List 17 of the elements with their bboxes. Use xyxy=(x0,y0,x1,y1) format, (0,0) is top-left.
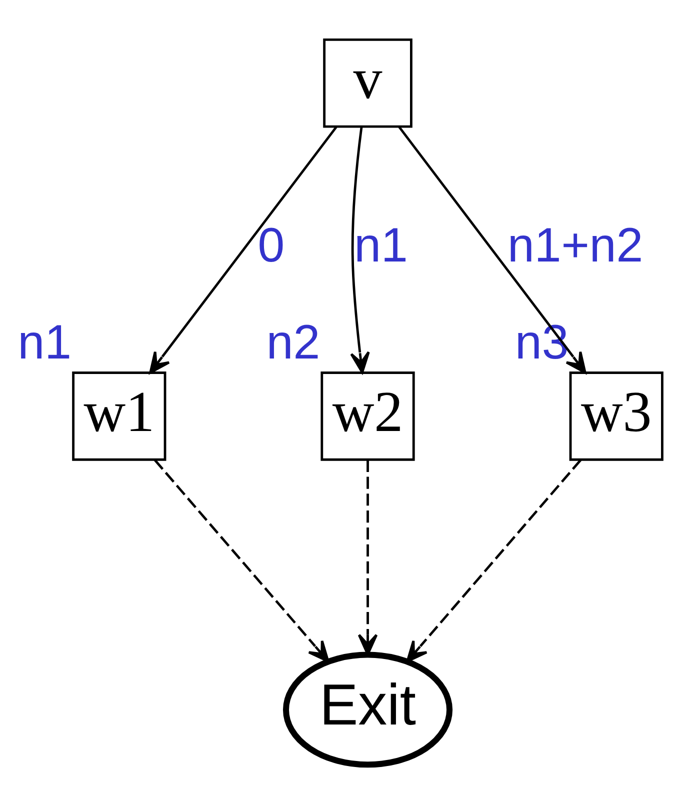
edge-label: 0 xyxy=(258,218,285,272)
node-label: n3 xyxy=(514,314,569,369)
edge-label: n1+n2 xyxy=(508,218,644,272)
node-box: w2 xyxy=(320,371,415,460)
node-box: w3 xyxy=(569,371,664,460)
arrow xyxy=(398,126,586,374)
arrow xyxy=(149,126,338,374)
node-ellipse: Exit xyxy=(282,651,453,768)
node-label: n2 xyxy=(266,314,320,369)
edge-label: n1 xyxy=(354,218,408,272)
node-box: v xyxy=(323,38,412,128)
node-label: n1 xyxy=(18,314,72,369)
arrow xyxy=(406,458,582,662)
node-box: w1 xyxy=(72,371,166,460)
arrow xyxy=(350,126,370,373)
arrow xyxy=(154,458,330,662)
arrow xyxy=(358,459,378,655)
